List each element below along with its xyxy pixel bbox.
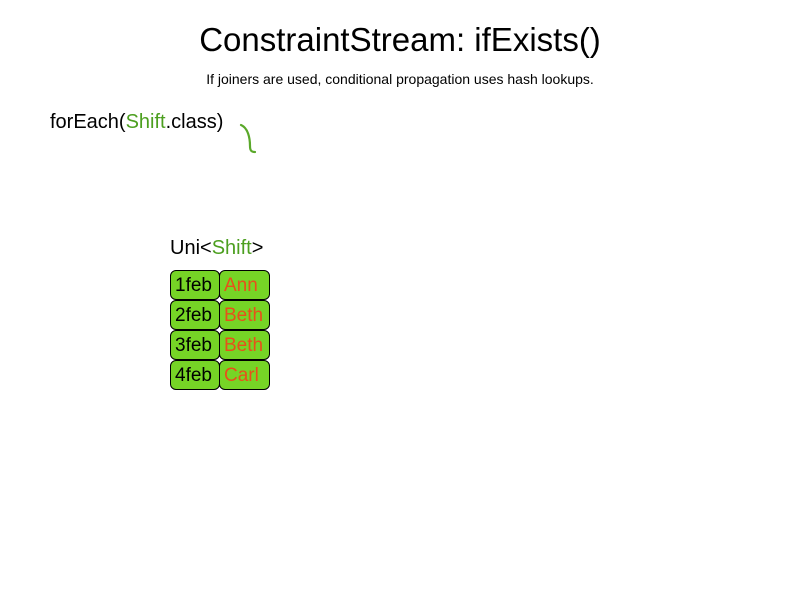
stream-type-label: Uni<Shift> [170, 235, 263, 261]
page-subtitle: If joiners are used, conditional propaga… [206, 71, 594, 87]
foreach-type-text: Shift [125, 111, 166, 133]
table-row[interactable]: 4feb Carl [170, 360, 270, 390]
cell-date: 2feb [170, 300, 220, 330]
table-row[interactable]: 1feb Ann [170, 270, 270, 300]
uni-label-suffix: > [251, 237, 264, 259]
cell-date: 4feb [170, 360, 220, 390]
page-title: ConstraintStream: ifExists() [199, 21, 601, 58]
shift-fact-table: 1feb Ann 2feb Beth 3feb Beth 4feb Carl [170, 270, 270, 390]
foreach-code-line: forEach(Shift.class) [50, 109, 223, 135]
cell-date: 1feb [170, 270, 220, 300]
foreach-prefix-text: forEach( [50, 111, 126, 133]
cell-name: Beth [219, 300, 270, 330]
stream-connector-curve [239, 123, 257, 154]
cell-date: 3feb [170, 330, 220, 360]
cell-name: Beth [219, 330, 270, 360]
table-row[interactable]: 2feb Beth [170, 300, 270, 330]
cell-name: Ann [219, 270, 270, 300]
uni-label-type: Shift [211, 237, 252, 259]
table-row[interactable]: 3feb Beth [170, 330, 270, 360]
cell-name: Carl [219, 360, 270, 390]
foreach-suffix-text: .class) [165, 111, 224, 133]
uni-label-prefix: Uni< [170, 237, 212, 259]
